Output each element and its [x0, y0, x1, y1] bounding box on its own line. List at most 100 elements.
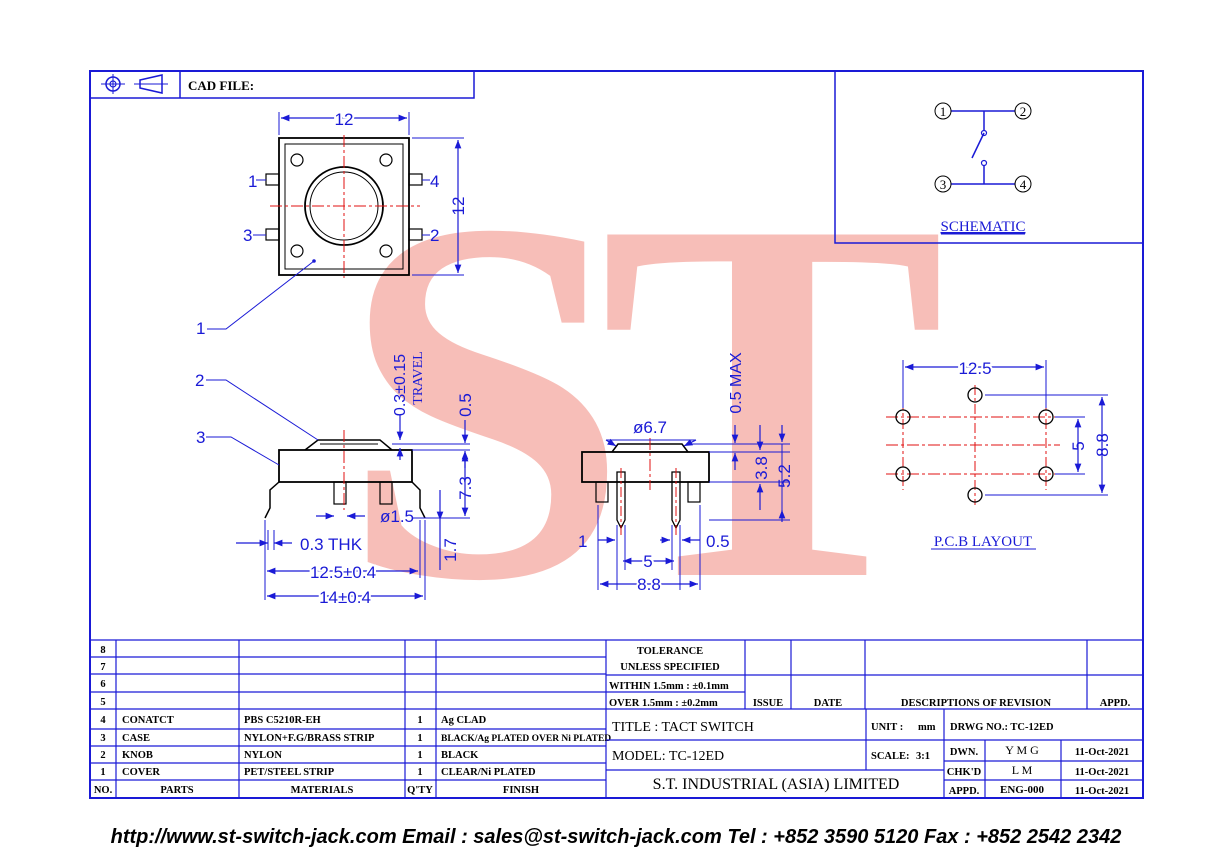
svg-text:APPD.: APPD.	[949, 786, 980, 797]
svg-text:1: 1	[248, 172, 257, 191]
button-dia-dim: ø6.7	[633, 418, 667, 437]
parts-table	[90, 639, 1143, 798]
sheet-border	[89, 70, 1144, 799]
svg-text:1: 1	[417, 733, 422, 744]
svg-text:Y M G: Y M G	[1005, 743, 1039, 757]
tolerance-text: TOLERANCE UNLESS SPECIFIED WITHIN 1.5mm …	[609, 646, 1131, 709]
cad-file-label: CAD FILE:	[188, 78, 254, 93]
svg-text:L M: L M	[1012, 763, 1033, 777]
svg-text:8: 8	[100, 645, 105, 656]
max-dim: 0.5 MAX	[728, 352, 745, 414]
h2-dim: 5.2	[775, 464, 794, 488]
pcb-pitch-dim: 5	[1069, 441, 1088, 450]
svg-text:1: 1	[417, 715, 422, 726]
svg-text:PBS C5210R-EH: PBS C5210R-EH	[244, 715, 321, 726]
svg-text:DRWG NO.: TC-12ED: DRWG NO.: TC-12ED	[950, 722, 1054, 733]
svg-text:CHK'D: CHK'D	[947, 767, 982, 778]
leg-dim: 1.7	[441, 538, 460, 562]
svg-text:DATE: DATE	[814, 698, 842, 709]
model-text: MODEL: TC-12ED	[612, 749, 724, 764]
h1-dim: 3.8	[752, 456, 771, 480]
company-name: S.T. INDUSTRIAL (ASIA) LIMITED	[653, 776, 900, 793]
svg-text:ISSUE: ISSUE	[753, 698, 783, 709]
schematic-pin-3	[934, 175, 952, 193]
svg-text:1: 1	[940, 104, 947, 119]
svg-text:APPD.: APPD.	[1100, 698, 1131, 709]
front-width-dim: 8.8	[637, 575, 661, 594]
top-view: 12 12 1 4 3 2 1	[196, 108, 468, 338]
watermark-text: ST	[340, 113, 940, 688]
svg-text:Q'TY: Q'TY	[407, 785, 433, 796]
svg-text:ENG-000: ENG-000	[1000, 784, 1045, 796]
title-block-text: TITLE : TACT SWITCH UNIT : mm DRWG NO.: …	[612, 720, 1129, 797]
svg-text:KNOB: KNOB	[122, 750, 153, 761]
pin-dia-dim: ø1.5	[380, 507, 414, 526]
pcb-label: P.C.B LAYOUT	[934, 534, 1032, 550]
svg-text:11-Oct-2021: 11-Oct-2021	[1075, 786, 1129, 797]
span-2-dim: 14±0.4	[319, 588, 371, 607]
revision-grid	[606, 640, 1143, 710]
callout-1: 1	[196, 319, 205, 338]
svg-text:3:1: 3:1	[916, 751, 930, 762]
svg-text:NYLON+F.G/BRASS STRIP: NYLON+F.G/BRASS STRIP	[244, 733, 375, 744]
span-1-dim: 12.5±0.4	[310, 563, 376, 582]
height-dim: 7.3	[456, 476, 475, 500]
top-offset-dim: 0.5	[456, 393, 475, 417]
svg-text:DESCRIPTIONS OF REVISION: DESCRIPTIONS OF REVISION	[901, 698, 1052, 709]
svg-text:1: 1	[100, 767, 105, 778]
svg-text:PARTS: PARTS	[160, 785, 193, 796]
callout-2: 2	[195, 371, 204, 390]
parts-table-text: 8 7 6 5 4 CONATCT PBS C5210R-EH 1 Ag CLA…	[94, 645, 611, 796]
svg-text:NO.: NO.	[94, 785, 113, 796]
travel-dim: 0.3±0.15	[392, 354, 409, 416]
pcb-h-dim: 8.8	[1093, 433, 1112, 457]
svg-text:PET/STEEL STRIP: PET/STEEL STRIP	[244, 767, 335, 778]
svg-text:2: 2	[1020, 104, 1027, 119]
svg-text:TOLERANCE: TOLERANCE	[637, 646, 703, 657]
svg-text:COVER: COVER	[122, 767, 160, 778]
schematic-pin-1	[934, 102, 952, 120]
svg-text:7: 7	[100, 662, 105, 673]
schematic-panel: 1 2 3 4 SCHEMATIC	[834, 71, 1143, 244]
schematic-pin-4	[1014, 175, 1032, 193]
pitch-dim: 5	[643, 552, 652, 571]
svg-text:CONATCT: CONATCT	[122, 715, 174, 726]
svg-text:FINISH: FINISH	[503, 785, 539, 796]
svg-text:NYLON: NYLON	[244, 750, 282, 761]
top-width-dim: 12	[335, 110, 354, 129]
svg-text:4: 4	[430, 172, 439, 191]
svg-text:6: 6	[100, 679, 105, 690]
svg-text:11-Oct-2021: 11-Oct-2021	[1075, 767, 1129, 778]
svg-text:BLACK/Ag PLATED OVER Ni PLATED: BLACK/Ag PLATED OVER Ni PLATED	[441, 734, 611, 744]
svg-text:MATERIALS: MATERIALS	[291, 785, 354, 796]
contact-footer: http://www.st-switch-jack.com Email : sa…	[110, 826, 1122, 848]
svg-text:BLACK: BLACK	[441, 750, 479, 761]
svg-text:4: 4	[100, 715, 106, 726]
callout-3: 3	[196, 428, 205, 447]
svg-text:3: 3	[243, 226, 252, 245]
svg-text:Ag CLAD: Ag CLAD	[441, 715, 487, 726]
top-height-dim: 12	[449, 197, 468, 216]
svg-text:3: 3	[940, 177, 947, 192]
svg-text:11-Oct-2021: 11-Oct-2021	[1075, 747, 1129, 758]
svg-text:CLEAR/Ni PLATED: CLEAR/Ni PLATED	[441, 767, 536, 778]
svg-text:UNLESS SPECIFIED: UNLESS SPECIFIED	[620, 662, 720, 673]
svg-text:4: 4	[1020, 177, 1027, 192]
svg-text:CASE: CASE	[122, 733, 150, 744]
pcb-layout: 12.5 5 8.8 P.C.B LAYOUT	[886, 357, 1112, 550]
svg-text:UNIT :: UNIT :	[871, 722, 903, 733]
front-view: ø6.7 0.5 MAX 3.8 5.2 1 0.5 5 8.8	[578, 352, 794, 596]
watermark-logo: ST	[340, 113, 970, 688]
svg-text:WITHIN 1.5mm : ±0.1mm: WITHIN 1.5mm : ±0.1mm	[609, 681, 729, 692]
svg-text:SCALE:: SCALE:	[871, 751, 910, 762]
svg-text:3: 3	[100, 733, 105, 744]
projection-cone-icon	[139, 74, 163, 94]
cad-header: CAD FILE:	[89, 70, 475, 99]
travel-label: TRAVEL	[411, 351, 426, 404]
svg-text:1: 1	[417, 750, 422, 761]
schematic-pin-2	[1014, 102, 1032, 120]
svg-text:5: 5	[100, 697, 105, 708]
pcb-w-dim: 12.5	[958, 359, 991, 378]
svg-text:2: 2	[100, 750, 105, 761]
